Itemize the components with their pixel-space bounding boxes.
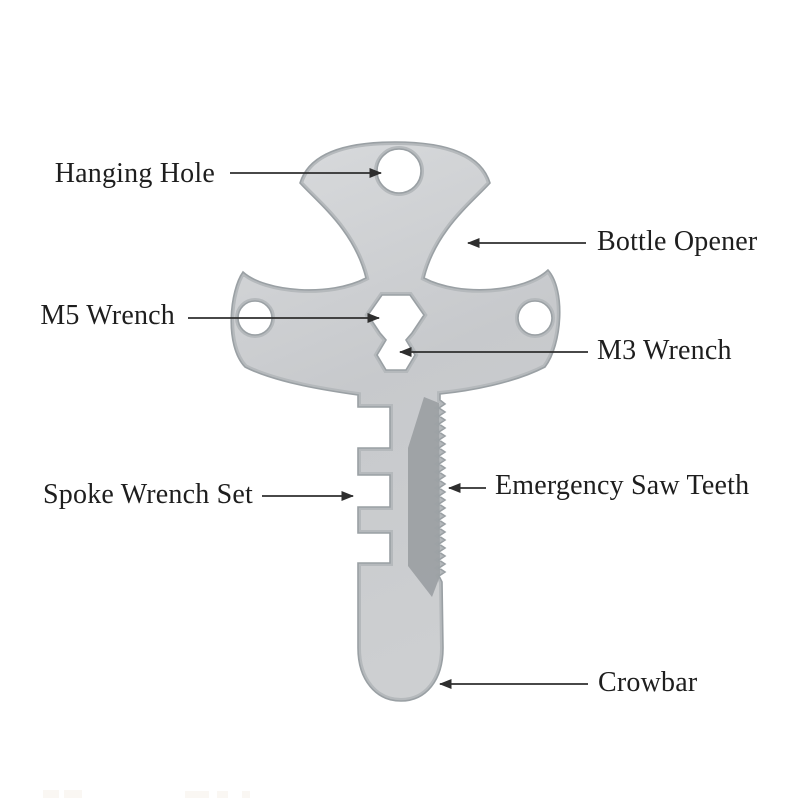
watermark-remnant xyxy=(217,791,228,798)
watermark-remnant xyxy=(185,791,209,798)
tool-body-silhouette xyxy=(231,142,560,701)
watermark-remnant xyxy=(64,790,82,798)
watermark-remnant xyxy=(242,791,250,798)
hanging-hole-feature xyxy=(377,149,421,193)
spoke-wrench-set-feature xyxy=(356,405,392,565)
right-wing-hole xyxy=(518,301,552,335)
crowbar-tip-feature xyxy=(358,640,445,702)
label-bottle-opener: Bottle Opener xyxy=(597,226,758,257)
watermark-remnant xyxy=(43,790,59,798)
label-hanging-hole: Hanging Hole xyxy=(54,158,215,189)
label-spoke-wrench-set: Spoke Wrench Set xyxy=(43,479,253,510)
label-m3-wrench: M3 Wrench xyxy=(597,335,732,366)
m3-wrench-feature xyxy=(377,340,415,370)
saw-edge-dark-bevel xyxy=(408,397,440,597)
label-crowbar: Crowbar xyxy=(598,667,698,698)
label-emergency-saw-teeth: Emergency Saw Teeth xyxy=(495,470,750,501)
m5-wrench-feature xyxy=(368,295,424,333)
saw-teeth-feature xyxy=(434,400,448,578)
annotation-arrows xyxy=(188,168,588,689)
bottle-opener-feature xyxy=(437,207,493,263)
label-m5-wrench: M5 Wrench xyxy=(40,300,175,331)
multi-tool-body xyxy=(230,141,561,702)
